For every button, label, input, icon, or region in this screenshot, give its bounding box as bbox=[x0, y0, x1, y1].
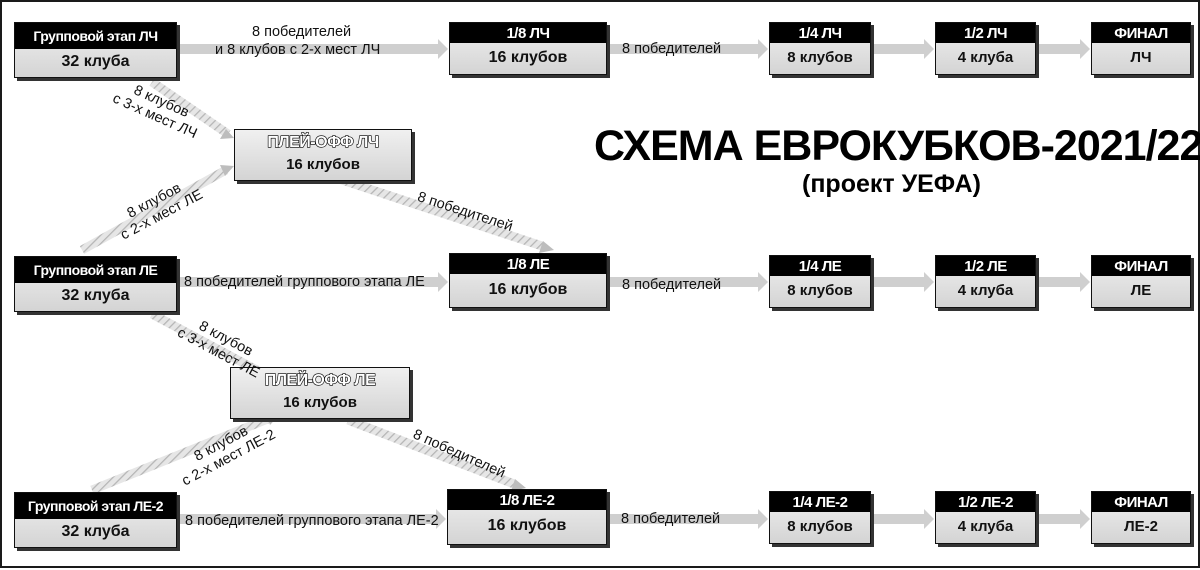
arrow-el-sf-to-final bbox=[1037, 272, 1090, 292]
box-el-qf-title: 1/4 ЛЕ bbox=[770, 256, 870, 276]
box-cl-qf-title: 1/4 ЛЧ bbox=[770, 23, 870, 43]
box-cl-final: ФИНАЛ ЛЧ bbox=[1091, 22, 1191, 75]
box-el2-sf-title: 1/2 ЛЕ-2 bbox=[936, 492, 1035, 512]
label-el2-r16-to-qf: 8 победителей bbox=[621, 511, 721, 527]
box-el2-r16: 1/8 ЛЕ-2 16 клубов bbox=[447, 489, 607, 545]
arrowhead-cl-playoff-bottom bbox=[220, 165, 234, 176]
box-el2-qf: 1/4 ЛЕ-2 8 клубов bbox=[769, 491, 871, 544]
box-cl-qf-count: 8 клубов bbox=[787, 49, 853, 66]
arrow-cl-group-to-r16 bbox=[178, 39, 448, 59]
label-cl-winners-line2: и 8 клубов с 2-х мест ЛЧ bbox=[215, 42, 381, 58]
arrow-cl-playoff-to-el-r16 bbox=[334, 173, 544, 251]
box-el2-sf: 1/2 ЛЕ-2 4 клуба bbox=[935, 491, 1036, 544]
box-cl-final-title: ФИНАЛ bbox=[1092, 23, 1190, 43]
arrow-el2-group-to-r16 bbox=[178, 509, 446, 529]
box-cl-sf-title: 1/2 ЛЧ bbox=[936, 23, 1035, 43]
arrow-el2-qf-to-sf bbox=[872, 509, 934, 529]
arrowhead-el-r16 bbox=[539, 241, 554, 253]
diagram-title: СХЕМА ЕВРОКУБКОВ-2021/22 bbox=[594, 122, 1200, 170]
box-el-group-title: Групповой этап ЛЕ bbox=[15, 257, 176, 283]
box-cl-group-count: 32 клуба bbox=[61, 53, 130, 70]
box-cl-playoff-title: ПЛЕЙ-ОФФ ЛЧ bbox=[267, 133, 380, 151]
arrow-cl-sf-to-final bbox=[1037, 39, 1090, 59]
box-el-sf-count: 4 клуба bbox=[957, 282, 1014, 299]
box-el-playoff-title: ПЛЕЙ-ОФФ ЛЕ bbox=[264, 371, 376, 389]
box-cl-group-title: Групповой этап ЛЧ bbox=[15, 23, 176, 49]
box-el2-qf-count: 8 клубов bbox=[787, 518, 853, 535]
box-cl-sf: 1/2 ЛЧ 4 клуба bbox=[935, 22, 1036, 75]
label-cl-winners-line1: 8 победителей bbox=[252, 24, 352, 40]
arrowhead-el2-r16 bbox=[511, 479, 526, 491]
box-el2-qf-title: 1/4 ЛЕ-2 bbox=[770, 492, 870, 512]
box-el-group: Групповой этап ЛЕ 32 клуба bbox=[14, 256, 177, 312]
box-cl-r16-title: 1/8 ЛЧ bbox=[450, 23, 606, 43]
box-el2-r16-count: 16 клубов bbox=[487, 517, 567, 534]
box-el-sf-title: 1/2 ЛЕ bbox=[936, 256, 1035, 276]
label-el2-group-winners: 8 победителей группового этапа ЛЕ-2 bbox=[185, 513, 439, 529]
box-el2-sf-count: 4 клуба bbox=[957, 518, 1014, 535]
box-el2-final: ФИНАЛ ЛЕ-2 bbox=[1091, 491, 1191, 544]
box-el-sf: 1/2 ЛЕ 4 клуба bbox=[935, 255, 1036, 308]
arrow-el-group-to-el-playoff bbox=[149, 310, 267, 378]
diagram-subtitle: (проект УЕФА) bbox=[802, 170, 981, 198]
arrow-el-qf-to-sf bbox=[872, 272, 934, 292]
box-el2-final-title: ФИНАЛ bbox=[1092, 492, 1190, 512]
label-el-group-winners: 8 победителей группового этапа ЛЕ bbox=[184, 274, 425, 290]
box-cl-playoff-count: 16 клубов bbox=[286, 156, 360, 173]
arrow-el-group-to-cl-playoff bbox=[79, 166, 229, 254]
box-el-r16-count: 16 клубов bbox=[488, 281, 568, 298]
box-el-qf: 1/4 ЛЕ 8 клубов bbox=[769, 255, 871, 308]
arrow-cl-group-to-cl-playoff bbox=[149, 78, 231, 138]
box-el2-group: Групповой этап ЛЕ-2 32 клуба bbox=[14, 492, 177, 548]
box-el-group-count: 32 клуба bbox=[61, 287, 130, 304]
label-el-r16-to-qf: 8 победителей bbox=[622, 277, 722, 293]
box-el2-final-count: ЛЕ-2 bbox=[1124, 518, 1158, 535]
box-cl-group: Групповой этап ЛЧ 32 клуба bbox=[14, 22, 177, 78]
arrow-cl-qf-to-sf bbox=[872, 39, 934, 59]
box-cl-r16: 1/8 ЛЧ 16 клубов bbox=[449, 22, 607, 75]
box-cl-final-count: ЛЧ bbox=[1130, 49, 1152, 66]
box-el2-r16-title: 1/8 ЛЕ-2 bbox=[448, 490, 606, 510]
arrow-el-group-to-r16 bbox=[178, 272, 448, 292]
label-cl-r16-to-qf: 8 победителей bbox=[622, 41, 722, 57]
arrow-el2-r16-to-qf bbox=[608, 509, 768, 529]
box-el-final-title: ФИНАЛ bbox=[1092, 256, 1190, 276]
box-el-playoff-count: 16 клубов bbox=[283, 394, 357, 411]
arrow-el-r16-to-qf bbox=[608, 272, 768, 292]
box-el-qf-count: 8 клубов bbox=[787, 282, 853, 299]
box-el-r16: 1/8 ЛЕ 16 клубов bbox=[449, 253, 607, 308]
box-cl-playoff: ПЛЕЙ-ОФФ ЛЧ 16 клубов bbox=[234, 129, 412, 181]
box-el-r16-title: 1/8 ЛЕ bbox=[450, 254, 606, 274]
box-cl-r16-count: 16 клубов bbox=[488, 49, 568, 66]
arrow-el-playoff-to-el2-r16 bbox=[346, 415, 516, 489]
arrow-cl-r16-to-qf bbox=[608, 39, 768, 59]
box-el-final: ФИНАЛ ЛЕ bbox=[1091, 255, 1191, 308]
box-el-final-count: ЛЕ bbox=[1130, 282, 1152, 299]
arrowhead-cl-playoff-top bbox=[220, 129, 234, 139]
box-el2-group-title: Групповой этап ЛЕ-2 bbox=[15, 493, 176, 519]
box-cl-qf: 1/4 ЛЧ 8 клубов bbox=[769, 22, 871, 75]
box-cl-sf-count: 4 клуба bbox=[957, 49, 1014, 66]
box-el2-group-count: 32 клуба bbox=[61, 523, 130, 540]
arrow-el2-sf-to-final bbox=[1037, 509, 1090, 529]
box-el-playoff: ПЛЕЙ-ОФФ ЛЕ 16 клубов bbox=[230, 367, 410, 419]
arrow-el2-group-to-el-playoff bbox=[90, 413, 272, 495]
